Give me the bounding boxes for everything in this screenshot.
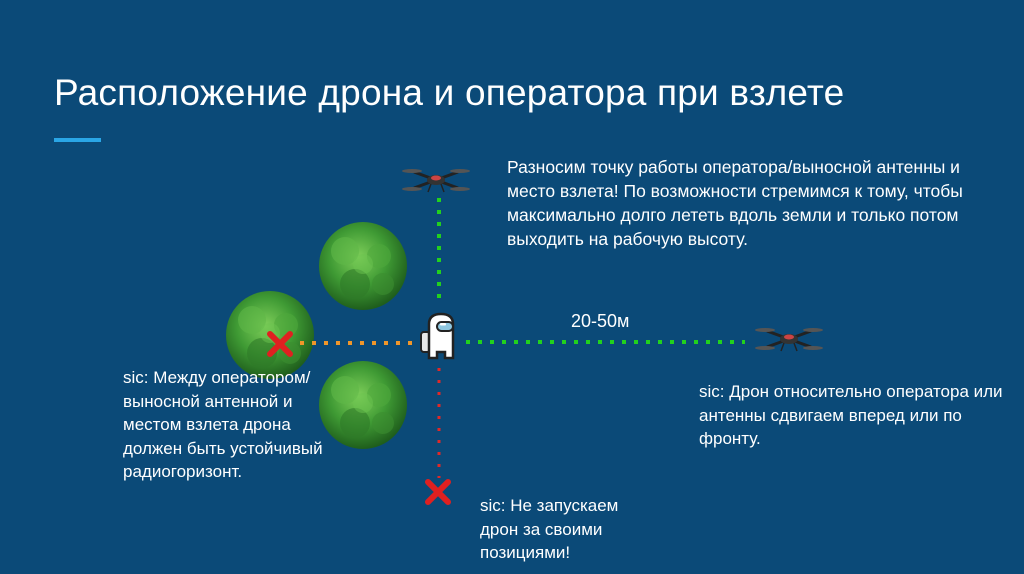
tree-icon [319,361,407,449]
page-title: Расположение дрона и оператора при взлет… [54,72,845,113]
right-note: sic: Дрон относительно оператора или ант… [699,382,1003,448]
drone-icon [753,326,825,353]
left-note: sic: Между оператором/выносной антенной … [123,368,323,481]
main-text: Разносим точку работы оператора/выносной… [507,157,963,249]
bottom-note: sic: Не запускаем дрон за своими позиция… [480,496,619,562]
distance-label: 20-50м [571,311,630,331]
title-underline [54,138,101,142]
tree-icon [319,222,407,310]
operator-icon [420,312,455,360]
red-cross-icon [428,482,448,502]
drone-icon [400,167,472,194]
